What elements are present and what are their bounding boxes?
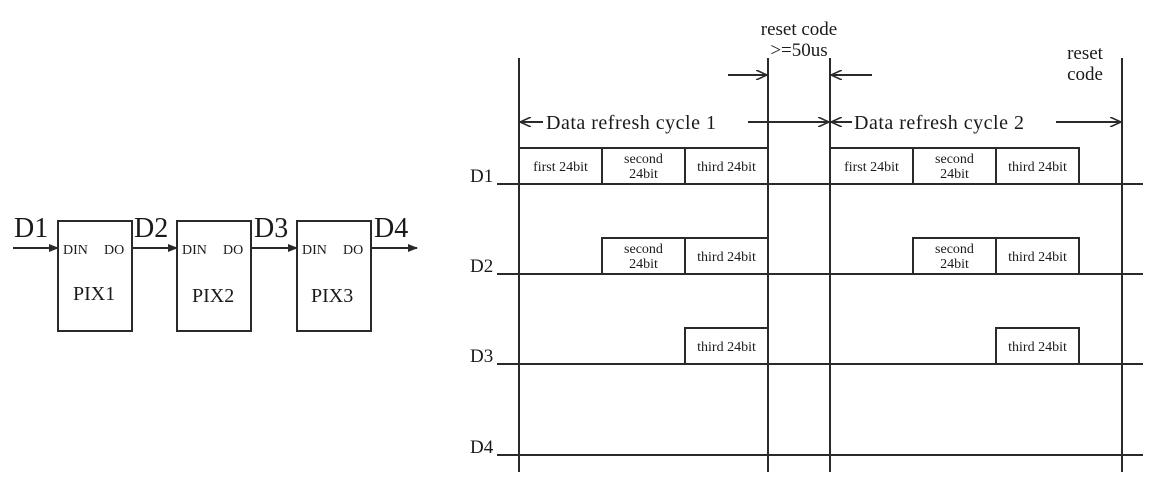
data-frame-label: third 24bit [697,250,756,265]
pix3-do-label: DO [343,243,363,258]
data-frame-label: first 24bit [844,160,899,175]
data-frame-label: third 24bit [1008,340,1067,355]
chain-signal-d2: D2 [134,213,168,244]
pix2-name: PIX2 [192,285,234,307]
data-frame-cell [518,147,603,185]
pix1-do-label: DO [104,243,124,258]
data-frame-label: third 24bit [697,340,756,355]
data-frame-label: 24bit [629,257,658,272]
chain-signal-d1: D1 [14,213,48,244]
data-frame-cell [601,237,686,275]
chain-signal-d4: D4 [374,213,408,244]
pix2-din-label: DIN [182,243,207,258]
signal-label-d1: D1 [470,166,493,187]
data-frame-cell [829,147,914,185]
cycle2-label: Data refresh cycle 2 [854,112,1024,134]
data-frame-cell [684,147,769,185]
data-frame-label: second [624,242,663,257]
pix1-block [57,220,133,332]
reset-label-right-line1: reset [1067,43,1104,64]
cycle1-label: Data refresh cycle 1 [546,112,716,134]
data-frame-label: second [624,152,663,167]
reset-code-duration: >=50us [770,40,827,61]
data-frame-label: third 24bit [697,160,756,175]
data-frame-cell [912,237,997,275]
pix2-do-label: DO [223,243,243,258]
data-frame-label: 24bit [940,167,969,182]
data-frame-label: third 24bit [1008,160,1067,175]
timing-diagram: reset code >=50us reset code Data refres… [470,19,1143,472]
signal-label-d4: D4 [470,437,494,458]
data-frame-label: 24bit [940,257,969,272]
pix1-name: PIX1 [73,283,115,305]
data-frame-cell [684,237,769,275]
data-frame-label: third 24bit [1008,250,1067,265]
reset-label-right-line2: code [1067,64,1103,85]
data-frame-cell [995,237,1080,275]
data-frame-cell [995,327,1080,365]
signal-label-d2: D2 [470,256,493,277]
data-frame-label: 24bit [629,167,658,182]
pix3-name: PIX3 [311,285,353,307]
data-frame-cell [684,327,769,365]
pix2-block [176,220,252,332]
data-frame-label: first 24bit [533,160,588,175]
pixel-chain: D1 DIN DO PIX1 D2 DIN DO PIX2 D3 DIN DO … [13,213,418,332]
data-frame-cell [995,147,1080,185]
pix1-din-label: DIN [63,243,88,258]
pix3-din-label: DIN [302,243,327,258]
pix3-block [296,220,372,332]
data-frame-label: second [935,242,974,257]
signal-label-d3: D3 [470,346,493,367]
reset-code-label: reset code [761,19,837,40]
chain-signal-d3: D3 [254,213,288,244]
data-frame-cell [912,147,997,185]
data-frame-label: second [935,152,974,167]
